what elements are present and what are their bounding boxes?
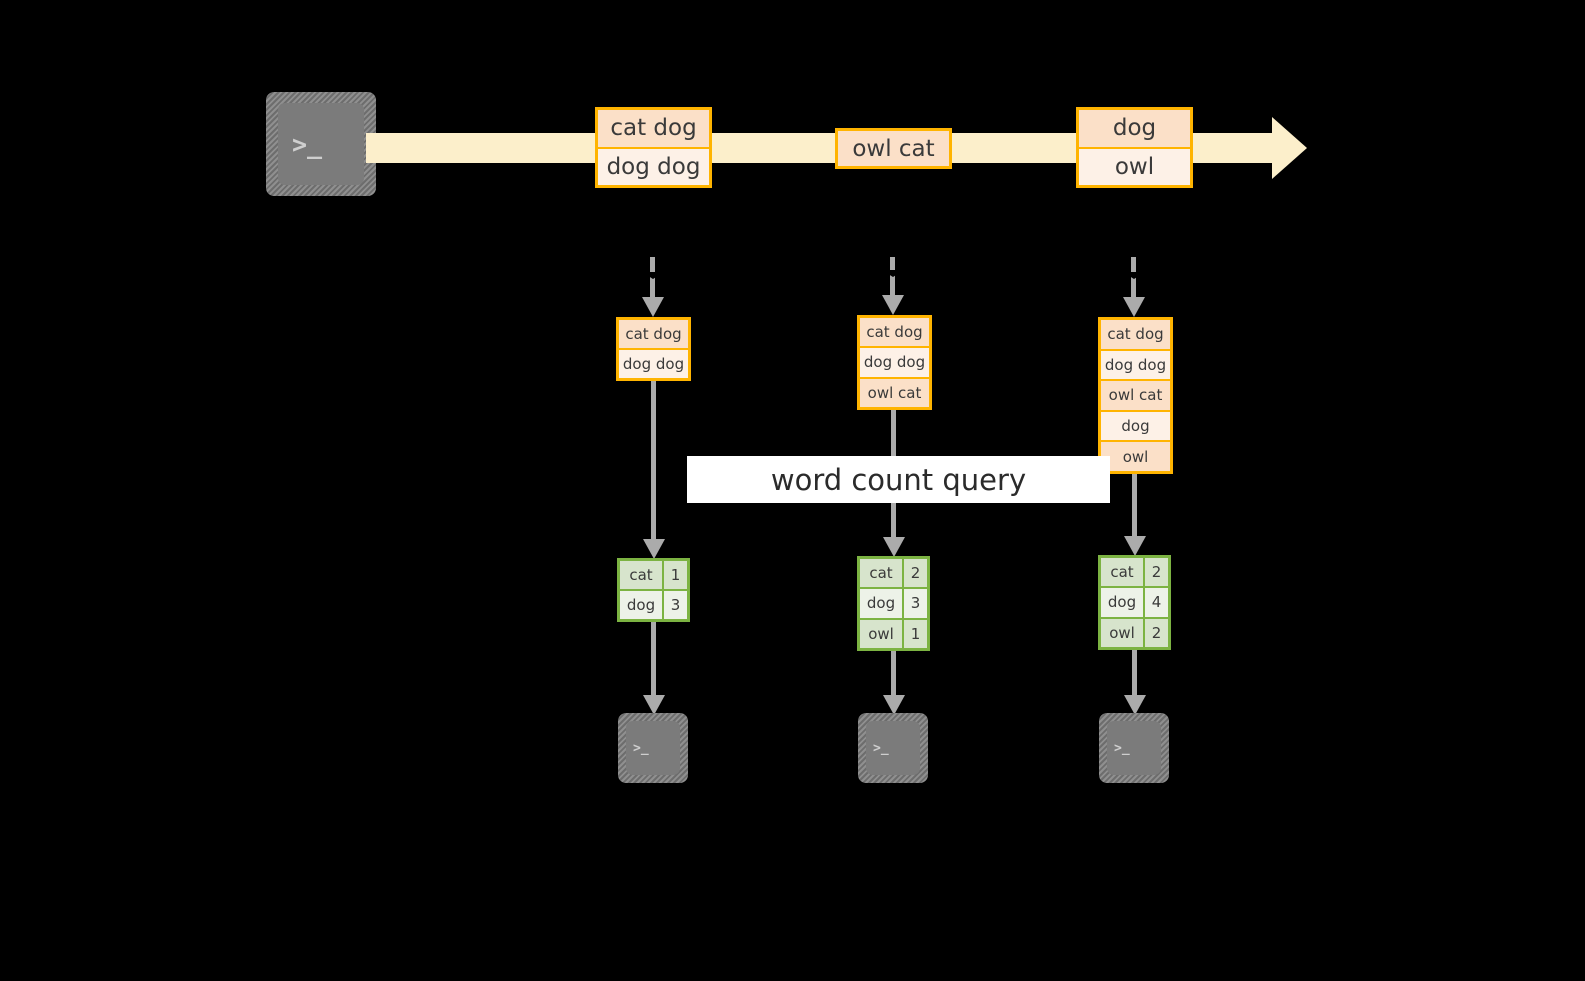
snapshot-result-table: cat 1 dog 3 [617, 558, 690, 622]
ingest-arrow-gap-1 [642, 272, 664, 279]
table-row: cat 1 [620, 561, 687, 591]
ingest-arrow-shaft-2 [890, 257, 895, 303]
result-word-cell: dog [1101, 588, 1145, 617]
table-row: cat 2 [1101, 558, 1168, 589]
snapshot-input-row: owl cat [1101, 381, 1170, 412]
sink-arrow-head-1 [643, 695, 665, 715]
result-count-cell: 1 [670, 566, 681, 584]
result-count-cell: 4 [1151, 593, 1162, 612]
result-count-cell: 3 [670, 596, 681, 614]
result-word-cell: cat [1101, 558, 1145, 587]
result-count-cell: 2 [910, 564, 921, 583]
query-arrow-shaft-3 [1132, 474, 1137, 543]
stream-record-row: cat dog [598, 110, 709, 149]
result-count-cell: 2 [1151, 563, 1162, 582]
event-stream-arrow-icon [1272, 117, 1307, 179]
sink-terminal-icon: >_ [1099, 713, 1169, 783]
snapshot-input-row: cat dog [619, 320, 688, 350]
table-row: cat 2 [860, 559, 927, 590]
snapshot-input-row: dog dog [860, 348, 929, 379]
snapshot-result-table: cat 2 dog 4 owl 2 [1098, 555, 1171, 650]
result-word-cell: cat [620, 561, 664, 589]
terminal-prompt-glyph: >_ [292, 129, 323, 159]
ingest-arrow-head-2 [882, 295, 904, 315]
snapshot-input-table: cat dog dog dog owl cat dog owl [1098, 317, 1173, 474]
snapshot-input-table: cat dog dog dog owl cat [857, 315, 932, 410]
table-row: dog 3 [860, 589, 927, 620]
stream-record-row: owl cat [838, 131, 949, 166]
sink-arrow-head-2 [883, 695, 905, 715]
table-row: dog 4 [1101, 588, 1168, 619]
snapshot-input-row: dog dog [1101, 350, 1170, 382]
stream-record-row: dog [1079, 110, 1190, 149]
stream-record-row: owl [1079, 148, 1190, 185]
snapshot-input-row: dog dog [619, 350, 688, 378]
terminal-prompt-glyph: >_ [873, 740, 889, 756]
result-word-cell: dog [620, 591, 664, 619]
result-word-cell: owl [1101, 618, 1145, 647]
snapshot-input-row: cat dog [860, 318, 929, 349]
ingest-arrow-head-1 [642, 297, 664, 317]
result-count-cell: 1 [910, 624, 921, 643]
snapshot-input-table: cat dog dog dog [616, 317, 691, 381]
query-arrow-head-1 [643, 539, 665, 559]
table-row: owl 1 [860, 619, 927, 648]
ingest-arrow-gap-3 [1123, 272, 1145, 279]
table-row: dog 3 [620, 591, 687, 619]
ingest-arrow-shaft-3 [1131, 257, 1136, 305]
snapshot-input-row: owl [1101, 442, 1170, 471]
terminal-prompt-glyph: >_ [633, 740, 649, 756]
sink-arrow-head-3 [1124, 695, 1146, 715]
result-count-cell: 2 [1151, 623, 1162, 642]
ingest-arrow-shaft-1 [650, 257, 655, 305]
snapshot-input-row: cat dog [1101, 320, 1170, 351]
sink-terminal-icon: >_ [618, 713, 688, 783]
sink-terminal-icon: >_ [858, 713, 928, 783]
stream-record-group: owl cat [835, 128, 952, 169]
stream-record-row: dog dog [598, 148, 709, 185]
query-arrow-head-3 [1124, 536, 1146, 556]
ingest-arrow-gap-2 [882, 270, 904, 277]
query-arrow-head-2 [883, 537, 905, 557]
sink-arrow-shaft-1 [651, 622, 656, 700]
query-arrow-shaft-1 [651, 381, 656, 546]
snapshot-input-row: dog [1101, 411, 1170, 443]
result-word-cell: dog [860, 589, 904, 618]
stream-record-group: dog owl [1076, 107, 1193, 188]
sink-arrow-shaft-2 [891, 651, 896, 700]
ingest-arrow-head-3 [1123, 297, 1145, 317]
sink-arrow-shaft-3 [1132, 650, 1137, 700]
terminal-prompt-glyph: >_ [1114, 740, 1130, 756]
result-word-cell: owl [860, 619, 904, 648]
query-label-text: word count query [770, 462, 1027, 497]
table-row: owl 2 [1101, 618, 1168, 647]
snapshot-result-table: cat 2 dog 3 owl 1 [857, 556, 930, 651]
result-word-cell: cat [860, 559, 904, 588]
source-terminal-icon: >_ [266, 92, 376, 196]
stream-record-group: cat dog dog dog [595, 107, 712, 188]
query-label: word count query [687, 456, 1110, 503]
result-count-cell: 3 [910, 594, 921, 613]
snapshot-input-row: owl cat [860, 378, 929, 407]
